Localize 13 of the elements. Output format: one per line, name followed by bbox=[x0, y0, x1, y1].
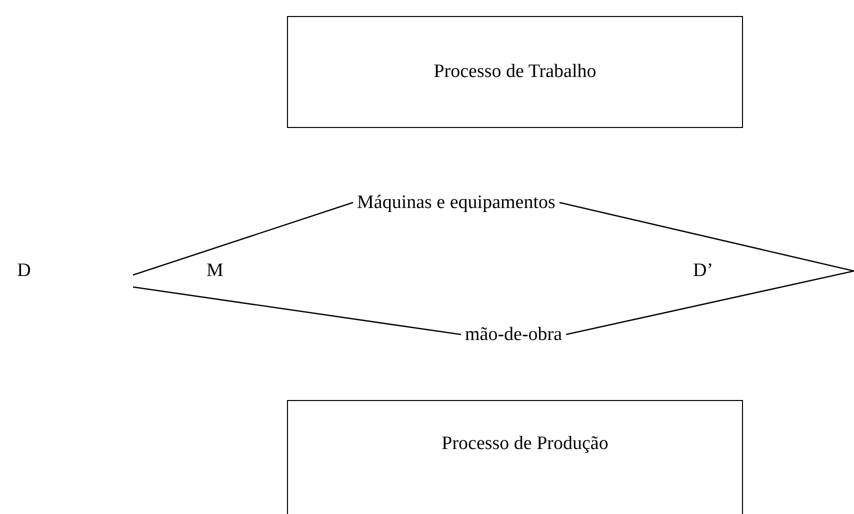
connector-line bbox=[132, 286, 462, 336]
connector-line bbox=[559, 202, 854, 272]
connector-line bbox=[566, 270, 854, 336]
box-title: Processo de Trabalho bbox=[434, 61, 596, 83]
node-label: D bbox=[14, 258, 34, 284]
node-label: D’ bbox=[688, 258, 718, 284]
process-box bbox=[287, 16, 743, 128]
node-label: M bbox=[200, 258, 230, 284]
process-box bbox=[287, 400, 743, 514]
box-title: Processo de Produção bbox=[442, 432, 608, 454]
connector-line bbox=[132, 202, 354, 276]
node-label: mão-de-obra bbox=[289, 316, 708, 354]
node-label: Máquinas e equipamentos bbox=[289, 188, 730, 218]
